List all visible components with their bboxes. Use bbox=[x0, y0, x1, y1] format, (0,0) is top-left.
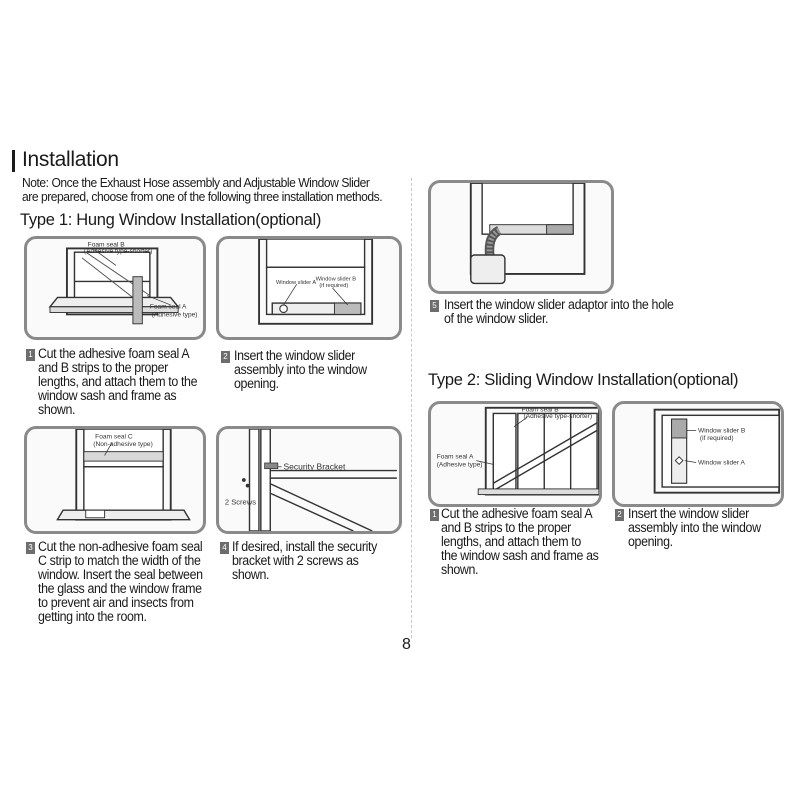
step-text: Insert the window slider adaptor into th… bbox=[444, 297, 674, 326]
step-text: Cut the non-adhesive foam seal C strip t… bbox=[38, 539, 203, 624]
label-slider-a: Window slider A bbox=[698, 459, 746, 466]
step-text: Insert the window slider assembly into t… bbox=[234, 348, 367, 391]
type1-heading: Type 1: Hung Window Installation(optiona… bbox=[20, 211, 322, 229]
step-text: Insert the window slider assembly into t… bbox=[628, 506, 761, 549]
figure-sliding-slider-insert: Window slider B (if required) Window sli… bbox=[612, 401, 784, 507]
label-foam-a: Foam seal A bbox=[150, 304, 187, 311]
figure-hung-foam-seal-c: Foam seal C (Non-adhesive type) bbox=[24, 426, 206, 534]
label-foam-b: Foam seal B bbox=[522, 407, 560, 414]
column-divider bbox=[411, 178, 412, 638]
page-number: 8 bbox=[402, 636, 411, 653]
hung-window-illustration: Foam seal B (Adhesive type-shorter) Foam… bbox=[48, 242, 198, 325]
label-2-screws: 2 Screws bbox=[225, 498, 256, 507]
label-slider-a: Window slider A bbox=[276, 280, 316, 286]
sliding-window-illustration: Foam seal B (Adhesive type-shorter) Foam… bbox=[437, 407, 599, 496]
installation-note: Note: Once the Exhaust Hose assembly and… bbox=[22, 175, 383, 204]
step-text: Cut the adhesive foam seal A and B strip… bbox=[38, 346, 198, 417]
step-badge: 1 bbox=[26, 349, 35, 361]
type2-heading: Type 2: Sliding Window Installation(opti… bbox=[428, 371, 739, 389]
figure-slider-adaptor bbox=[428, 180, 614, 294]
figure-sliding-foam-seals: Foam seal B (Adhesive type-shorter) Foam… bbox=[428, 401, 602, 507]
title-accent-bar bbox=[12, 150, 15, 172]
label-slider-b-note: (if required) bbox=[700, 435, 734, 442]
step-badge: 1 bbox=[430, 509, 439, 521]
step-badge: 2 bbox=[221, 351, 230, 363]
label-foam-b-type: (Adhesive type-shorter) bbox=[523, 413, 592, 420]
slider-adaptor-illustration bbox=[469, 183, 586, 285]
label-slider-b: Window slider B bbox=[316, 276, 357, 282]
label-foam-a-type: (Adhesive type) bbox=[437, 461, 483, 468]
figure-security-bracket: Security Bracket 2 Screws bbox=[216, 426, 402, 534]
step-text: Cut the adhesive foam seal A and B strip… bbox=[441, 506, 599, 577]
foam-seal-c-illustration: Foam seal C (Non-adhesive type) bbox=[56, 429, 191, 521]
label-slider-b: Window slider B bbox=[698, 427, 746, 434]
sliding-slider-illustration: Window slider B (if required) Window sli… bbox=[653, 408, 781, 494]
section-title: Installation bbox=[22, 148, 119, 171]
label-security-bracket: Security Bracket bbox=[284, 462, 347, 472]
figure-hung-foam-seals: Foam seal B (Adhesive type-shorter) Foam… bbox=[24, 236, 206, 340]
label-foam-c: Foam seal C bbox=[95, 433, 133, 440]
step-badge: 2 bbox=[615, 509, 624, 521]
slider-insert-illustration: Window slider A Window slider B (if requ… bbox=[258, 239, 374, 325]
label-foam-b: Foam seal B bbox=[88, 242, 126, 249]
label-foam-c-type: (Non-adhesive type) bbox=[93, 441, 153, 448]
step-badge: 5 bbox=[430, 300, 439, 312]
label-foam-a-type: (Adhesive type) bbox=[152, 311, 198, 318]
step-badge: 4 bbox=[220, 542, 229, 554]
label-foam-a: Foam seal A bbox=[437, 454, 474, 461]
step-text: If desired, install the security bracket… bbox=[232, 539, 377, 582]
figure-hung-slider-insert: Window slider A Window slider B (if requ… bbox=[216, 236, 402, 340]
label-slider-b-note: (if required) bbox=[319, 283, 348, 289]
security-bracket-illustration: Security Bracket 2 Screws bbox=[225, 429, 397, 531]
label-foam-b-type: (Adhesive type-shorter) bbox=[84, 248, 152, 255]
step-badge: 3 bbox=[26, 542, 35, 554]
